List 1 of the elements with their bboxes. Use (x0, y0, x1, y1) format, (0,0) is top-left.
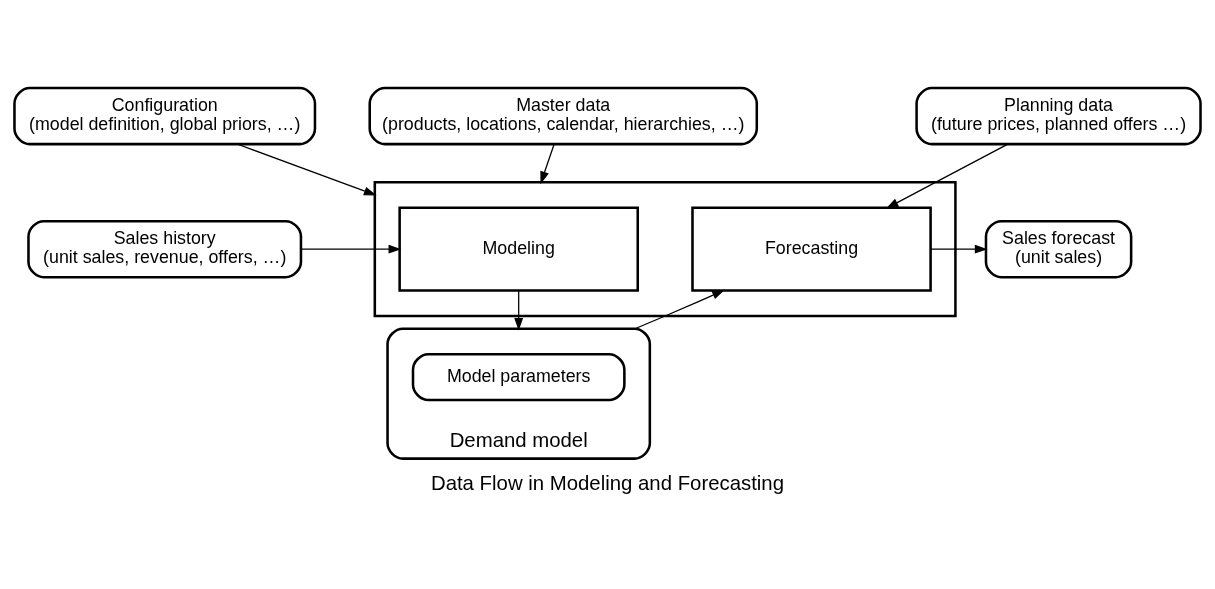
caption: Data Flow in Modeling and Forecasting (430, 471, 785, 494)
